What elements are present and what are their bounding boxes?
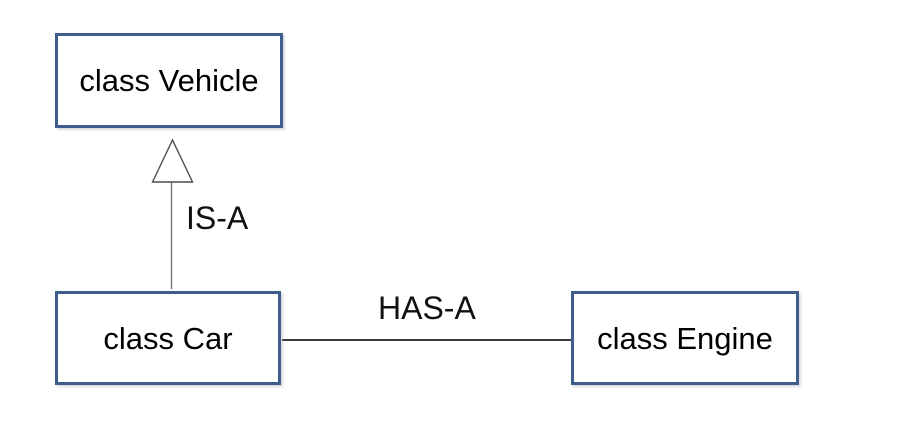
edge-label-has-a: HAS-A — [378, 290, 476, 326]
node-class-engine-label: class Engine — [597, 320, 773, 356]
node-class-engine: class Engine — [571, 291, 799, 385]
inheritance-triangle-icon — [151, 138, 194, 183]
edge-label-is-a: IS-A — [186, 200, 249, 236]
node-class-car: class Car — [55, 291, 281, 385]
node-class-vehicle: class Vehicle — [55, 33, 283, 128]
node-class-car-label: class Car — [103, 320, 233, 356]
node-class-vehicle-label: class Vehicle — [79, 63, 259, 98]
